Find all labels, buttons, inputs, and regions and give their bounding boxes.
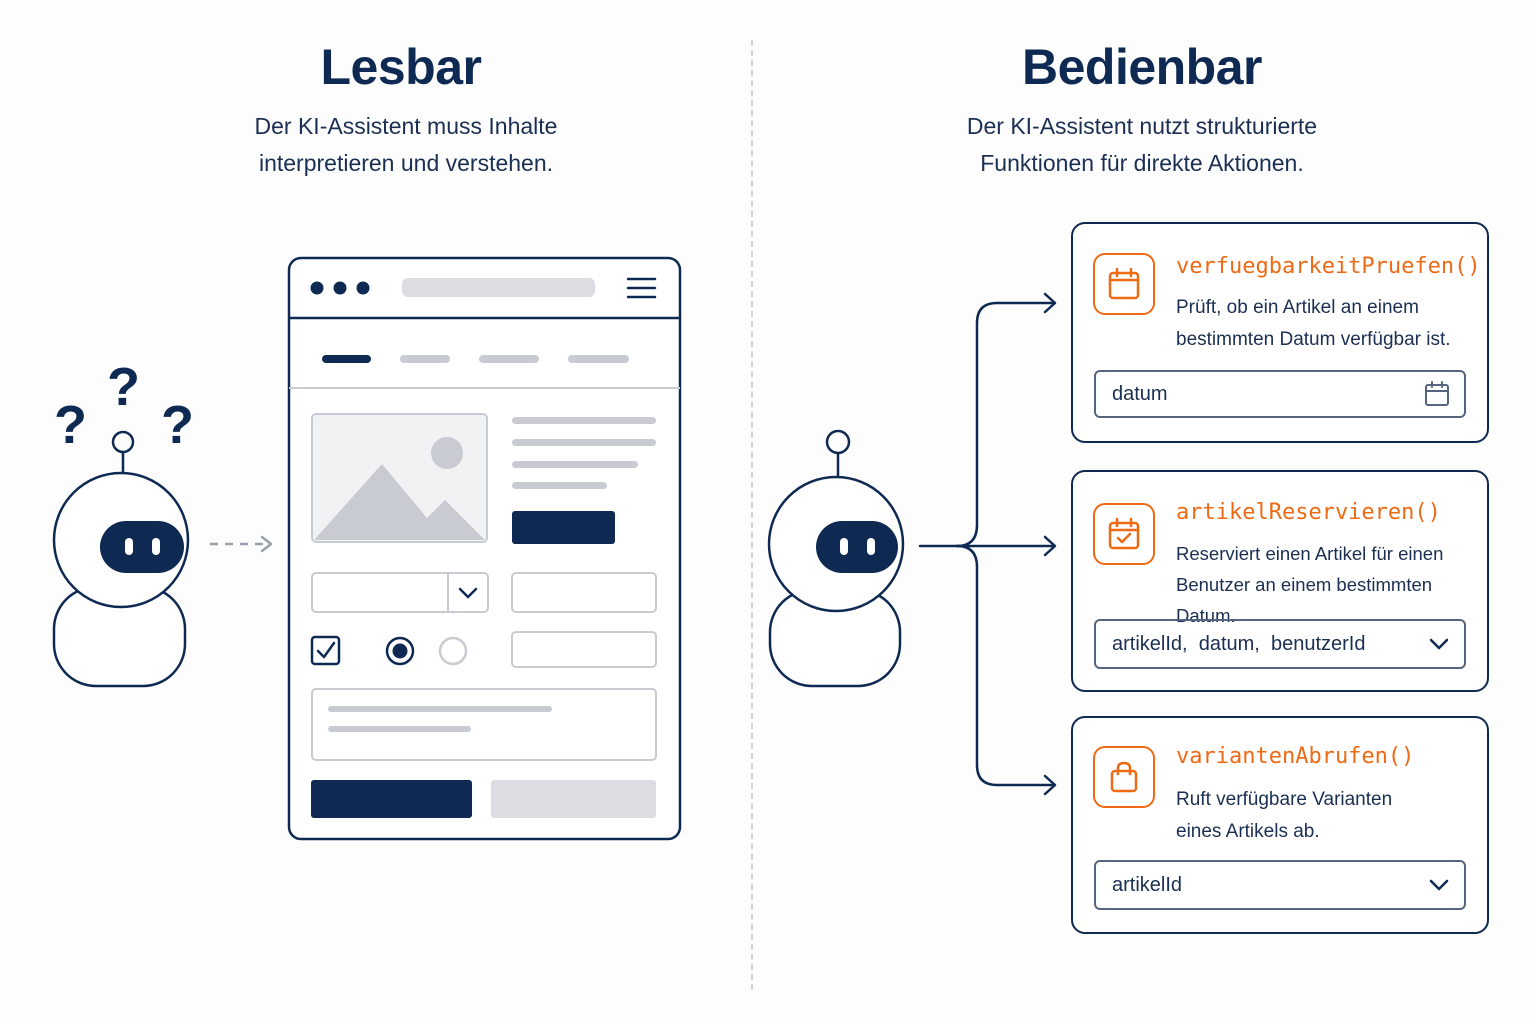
window-dot-2: [333, 281, 347, 295]
robot-eye-left: [840, 538, 848, 555]
image-placeholder-icon: [311, 413, 488, 543]
chevron-down-icon[interactable]: [1428, 637, 1450, 651]
checkbox-checked-icon: [310, 635, 341, 666]
params-dropdown[interactable]: artikelId, datum, benutzerId: [1094, 619, 1466, 669]
function-description-line-1: Ruft verfügbare Varianten: [1176, 789, 1393, 810]
textarea-placeholder: [311, 688, 657, 761]
text-line: [512, 417, 656, 424]
calendar-check-icon: [1093, 503, 1155, 565]
robot-illustration: [767, 429, 905, 688]
robot-eye-right: [152, 538, 160, 555]
function-card-verfuegbarkeit[interactable]: verfuegbarkeitPruefen() Prüft, ob ein Ar…: [1071, 222, 1489, 443]
robot-visor: [100, 521, 184, 573]
right-subtitle: Der KI-Assistent nutzt strukturierte Fun…: [892, 108, 1392, 182]
section-divider: [751, 40, 753, 990]
arrow-head-icon: [1043, 774, 1057, 796]
text-line: [512, 439, 656, 446]
right-title: Bedienbar: [1021, 39, 1263, 95]
select-placeholder: [311, 572, 489, 613]
window-dot-3: [356, 281, 370, 295]
left-subtitle-line-1: Der KI-Assistent muss Inhalte: [254, 113, 558, 139]
function-card-reservieren[interactable]: artikelReservieren() Reserviert einen Ar…: [1071, 470, 1489, 692]
text-line: [512, 482, 607, 489]
function-description: Reserviert einen Artikel für einen Benut…: [1176, 538, 1496, 631]
function-description: Prüft, ob ein Artikel an einem bestimmte…: [1176, 292, 1486, 356]
input-placeholder: [511, 572, 657, 613]
function-description: Ruft verfügbare Varianten eines Artikels…: [1176, 784, 1486, 848]
param-value: artikelId, datum, benutzerId: [1112, 632, 1366, 655]
text-line: [512, 461, 638, 468]
left-title: Lesbar: [320, 39, 482, 95]
shopping-bag-icon: [1093, 746, 1155, 808]
function-description-line-2: eines Artikels ab.: [1176, 821, 1320, 842]
hamburger-menu-icon: [626, 277, 657, 299]
right-subtitle-line-1: Der KI-Assistent nutzt strukturierte: [966, 113, 1318, 139]
nav-item: [400, 355, 450, 363]
window-dot-1: [310, 281, 324, 295]
robot-eye-left: [125, 538, 133, 555]
function-name: verfuegbarkeitPruefen(): [1176, 254, 1481, 279]
robot-eye-right: [867, 538, 875, 555]
nav-item: [479, 355, 539, 363]
robot-visor: [816, 521, 898, 573]
radio-unselected-icon: [438, 636, 468, 666]
function-description-line-2: bestimmten Datum verfügbar ist.: [1176, 329, 1451, 350]
chevron-down-icon[interactable]: [1428, 878, 1450, 892]
function-name: artikelReservieren(): [1176, 500, 1441, 525]
nav-item: [568, 355, 629, 363]
param-value: artikelId: [1112, 873, 1183, 896]
nav-item-active: [322, 355, 371, 363]
question-mark-right: ?: [161, 395, 194, 455]
param-value: datum: [1112, 382, 1168, 405]
radio-selected-icon: [385, 636, 415, 666]
dashed-arrow-icon: [210, 535, 273, 553]
robot-antenna-tip: [111, 430, 135, 454]
params-dropdown[interactable]: artikelId: [1094, 860, 1466, 910]
function-card-varianten[interactable]: variantenAbrufen() Ruft verfügbare Varia…: [1071, 716, 1489, 934]
robot-antenna-tip: [825, 429, 851, 455]
chevron-down-icon: [458, 587, 478, 599]
arrow-head-icon: [1043, 292, 1057, 314]
question-marks: ? ? ?: [54, 357, 194, 455]
confused-robot-illustration: ? ? ?: [52, 357, 194, 688]
arrow-head-icon: [1043, 535, 1057, 557]
input-placeholder: [511, 631, 657, 668]
question-mark-top: ?: [107, 357, 140, 417]
calendar-icon: [1093, 253, 1155, 315]
primary-button-placeholder: [311, 780, 472, 818]
question-mark-left: ?: [54, 395, 87, 455]
secondary-button-placeholder: [491, 780, 656, 818]
connector-arrows: [918, 292, 1057, 796]
left-subtitle: Der KI-Assistent muss Inhalte interpreti…: [156, 108, 656, 182]
function-description-line-1: Prüft, ob ein Artikel an einem: [1176, 297, 1419, 318]
function-name: variantenAbrufen(): [1176, 744, 1415, 769]
right-subtitle-line-2: Funktionen für direkte Aktionen.: [980, 150, 1304, 176]
website-mockup: [287, 256, 682, 841]
left-subtitle-line-2: interpretieren und verstehen.: [258, 150, 554, 176]
calendar-icon[interactable]: [1424, 381, 1450, 407]
button-placeholder: [512, 511, 615, 544]
date-param-field[interactable]: datum: [1094, 370, 1466, 418]
address-bar: [402, 278, 595, 297]
function-description-line-1: Reserviert einen Artikel für einen: [1176, 543, 1444, 564]
